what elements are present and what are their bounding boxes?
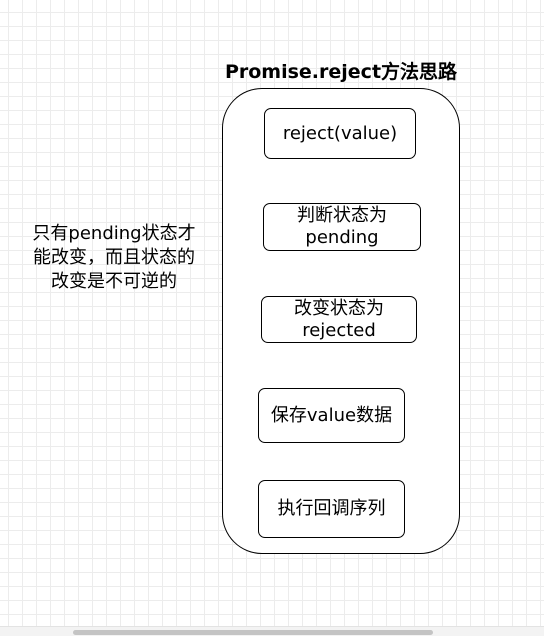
pending-note-text[interactable]: 只有pending状态才 能改变，而且状态的 改变是不可逆的 (32, 223, 196, 292)
step-label: 执行回调序列 (277, 498, 386, 519)
step-reject-value[interactable]: reject(value) (264, 108, 416, 159)
step-set-rejected[interactable]: 改变状态为 rejected (261, 296, 417, 343)
diagram-title: Promise.reject方法思路 (224, 61, 458, 83)
step-label: 判断状态为 pending (297, 205, 387, 248)
step-check-pending[interactable]: 判断状态为 pending (263, 203, 421, 251)
step-run-callbacks[interactable]: 执行回调序列 (258, 480, 405, 538)
step-label: 保存value数据 (270, 404, 393, 426)
horizontal-scrollbar-thumb[interactable] (73, 630, 433, 635)
step-save-value[interactable]: 保存value数据 (258, 388, 405, 443)
step-label: 改变状态为 rejected (294, 297, 384, 341)
step-label: reject(value) (282, 122, 398, 144)
